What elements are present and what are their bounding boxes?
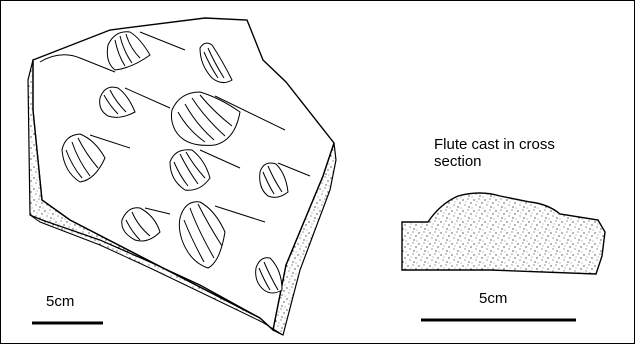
scale-label-left: 5cm — [46, 293, 74, 310]
cross-section-title: Flute cast in cross section — [434, 136, 555, 170]
cross-section-title-line-1: Flute cast in cross — [434, 136, 555, 153]
cross-section-title-line-2: section — [434, 153, 555, 170]
scale-label-right: 5cm — [479, 290, 507, 307]
cross-section-block — [402, 193, 605, 274]
